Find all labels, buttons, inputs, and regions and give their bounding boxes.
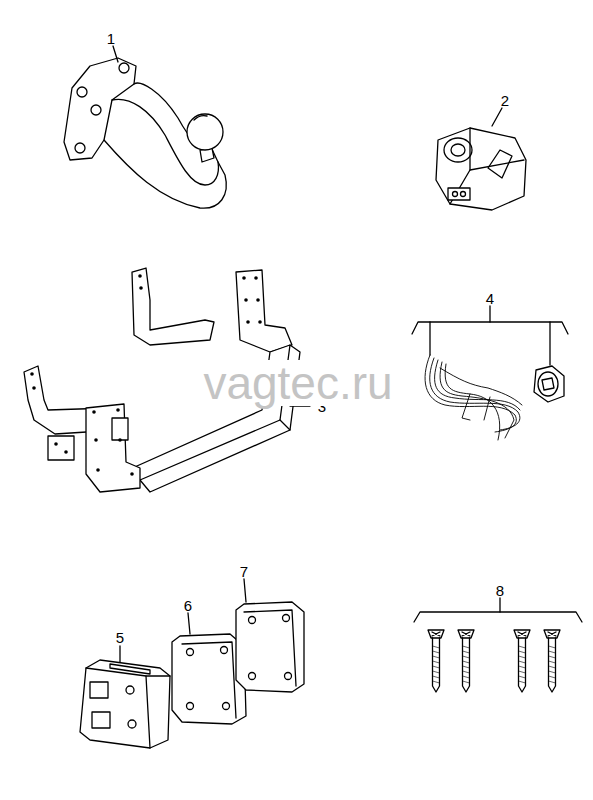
callout-number: 4 <box>486 291 494 306</box>
plate <box>236 579 304 692</box>
spacer-block <box>80 646 170 748</box>
screw-set <box>414 598 582 692</box>
callout-number: 2 <box>501 93 509 108</box>
plate <box>172 613 246 724</box>
watermark: vagtec.ru <box>201 360 394 406</box>
tow-ball <box>64 46 226 208</box>
trailer-socket <box>436 108 526 210</box>
callout-number: 6 <box>184 598 192 613</box>
screw <box>458 630 474 692</box>
screw <box>428 630 444 692</box>
wiring-set <box>412 306 568 440</box>
screw <box>544 630 560 692</box>
callout-number: 5 <box>116 630 124 645</box>
screw <box>514 630 530 692</box>
callout-number: 7 <box>240 564 248 579</box>
callout-number: 8 <box>496 583 504 598</box>
callout-number: 1 <box>107 31 115 46</box>
